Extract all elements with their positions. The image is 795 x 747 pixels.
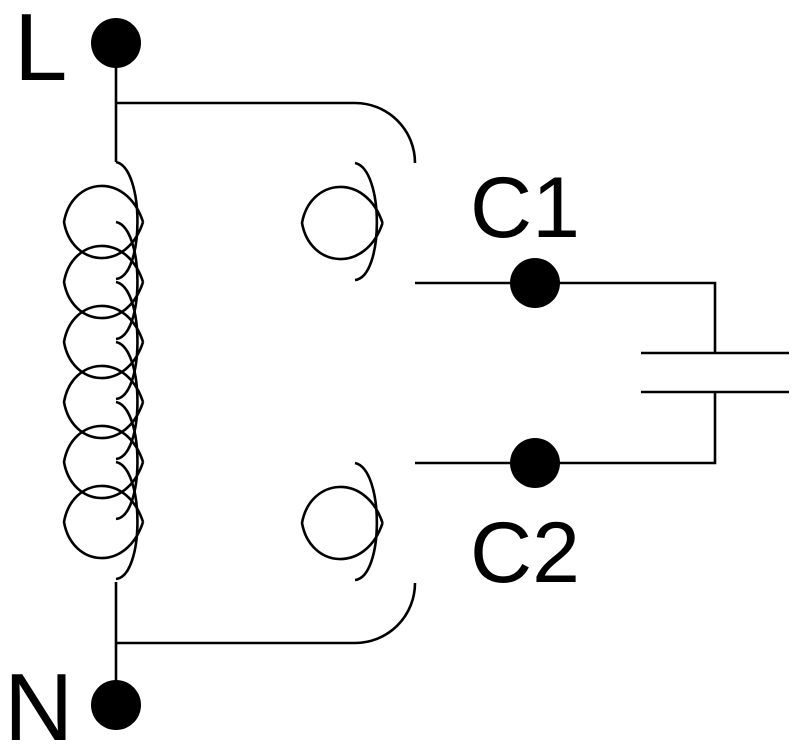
wire-l-to-top-coil: [116, 101, 417, 164]
top-secondary-coil: [300, 161, 384, 282]
main-coil-loop: [62, 340, 145, 461]
top-coil-loop: [300, 161, 384, 282]
wire-c2-to-capacitor: [415, 392, 717, 465]
bottom-coil-loop: [300, 461, 384, 582]
terminal-label-c1: C1: [470, 160, 580, 256]
main-coil-loop: [62, 460, 145, 581]
main-coil-loop: [62, 220, 145, 341]
wires: [114, 43, 717, 705]
main-coil-loop: [62, 160, 145, 281]
capacitor: [641, 351, 789, 394]
main-coil-loop: [62, 280, 145, 401]
main-coil: [62, 160, 145, 581]
main-coil-loop: [62, 400, 145, 521]
wire-c1-to-capacitor: [415, 281, 717, 353]
terminal-label-n: N: [4, 654, 73, 747]
terminal-label-l: L: [14, 0, 67, 101]
wire-n-to-bottom-coil: [116, 582, 417, 645]
terminal-label-c2: C2: [470, 505, 580, 601]
bottom-secondary-coil: [300, 461, 384, 582]
